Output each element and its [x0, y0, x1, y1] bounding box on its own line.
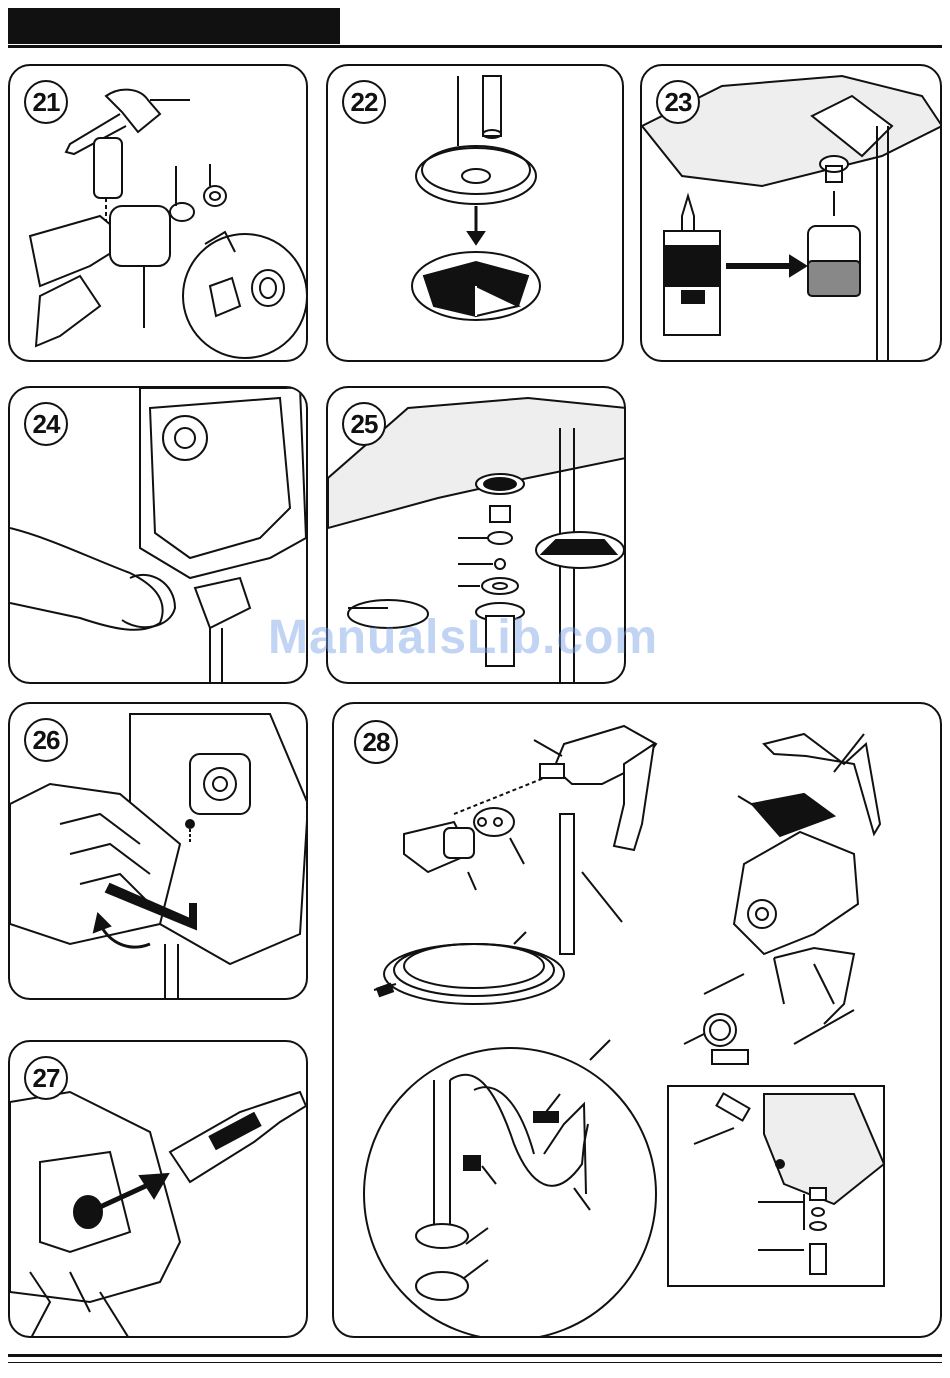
step-28-panel: 28 [332, 702, 942, 1338]
step-22-panel: 22 [326, 64, 624, 362]
step-21-number: 21 [24, 80, 68, 124]
step-24-number: 24 [24, 402, 68, 446]
step-24-panel: 24 [8, 386, 308, 684]
watermark: ManualsLib.com [268, 610, 658, 665]
step-26-panel: 26 [8, 702, 308, 1000]
footer-rule-thin [8, 1362, 942, 1363]
header-rule [8, 45, 942, 48]
step-27-number: 27 [24, 1056, 68, 1100]
step-26-number: 26 [24, 718, 68, 762]
step-27-panel: 27 [8, 1040, 308, 1338]
step-28-number: 28 [354, 720, 398, 764]
step-25-number: 25 [342, 402, 386, 446]
step-22-number: 22 [342, 80, 386, 124]
header-bar [8, 8, 340, 44]
step-23-number: 23 [656, 80, 700, 124]
step-23-panel: 23 [640, 64, 942, 362]
footer-rule [8, 1354, 942, 1357]
step-28-illustration [334, 704, 942, 1338]
step-21-panel: 21 [8, 64, 308, 362]
